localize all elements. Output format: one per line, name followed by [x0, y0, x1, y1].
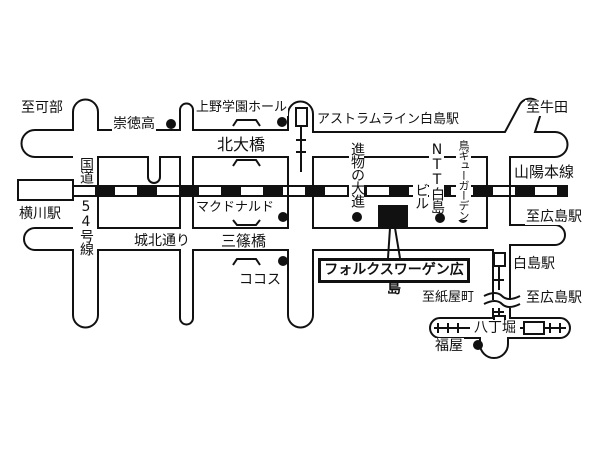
- landmark-shinmotsu: 進物の大進: [349, 142, 365, 207]
- direction-hiroshima-station-2: 至広島駅: [525, 290, 583, 306]
- railway-segment: [179, 186, 199, 196]
- road-route54-bottom: 54号線: [78, 199, 94, 255]
- railway-segment: [473, 186, 493, 196]
- yokogawa-station-box: [17, 179, 74, 201]
- landmark-mcdonalds: マクドナルド: [195, 200, 276, 216]
- sotoku-dot: [166, 119, 176, 129]
- landmark-ntt-col1: NTT白島: [429, 142, 445, 213]
- direction-kamiyacho: 至紙屋町: [421, 290, 476, 306]
- hakushima-station-icon: [493, 252, 506, 267]
- railway-segment: [389, 186, 409, 196]
- vw-pointer: [387, 227, 401, 259]
- railway-sanyo: 山陽本線: [513, 163, 576, 181]
- volkswagen-hiroshima-label: フォルクスワーゲン広島: [318, 258, 470, 297]
- bridge-misasabashi-label: 三篠橋: [220, 232, 268, 250]
- mcdonalds-dot: [278, 212, 288, 222]
- ueno-dot: [277, 117, 287, 127]
- landmark-ntt-col2: ビル: [413, 183, 429, 209]
- bridge-mcdonalds: [232, 219, 261, 226]
- road-johoku: 城北通り: [133, 233, 191, 249]
- station-yokogawa: 横川駅: [18, 206, 62, 222]
- railway-segment: [305, 186, 325, 196]
- road-route54-top: 国道: [78, 157, 94, 183]
- railway-segment: [515, 186, 535, 196]
- hatchobori-tram-icon: [523, 321, 545, 335]
- direction-ushita: 至牛田: [525, 100, 569, 116]
- shinmotsu-dot: [352, 212, 362, 222]
- landmark-gyu-garden: 鳥ギューガーデン: [456, 140, 471, 220]
- landmark-ueno-gakuen: 上野学園ホール: [195, 100, 289, 116]
- bridge-misasabashi: [232, 258, 261, 266]
- direction-kabe: 至可部: [20, 100, 64, 116]
- block-a: [97, 156, 181, 229]
- landmark-fukuya: 福屋: [434, 338, 464, 354]
- bridge-kitaohashi-label: 北大橋: [216, 135, 267, 154]
- landmark-sotoku: 崇徳高: [112, 116, 156, 132]
- railway-segment: [263, 186, 283, 196]
- vw-building: [378, 205, 408, 229]
- cocos-dot: [278, 256, 288, 266]
- railway-segment: [557, 186, 567, 196]
- bridge-kitaohashi: [232, 159, 261, 167]
- astram-station-icon: [295, 107, 308, 127]
- railway-segment: [95, 186, 115, 196]
- top-road-edge: [20, 97, 569, 300]
- road-break: [483, 292, 521, 308]
- railway-segment: [137, 186, 157, 196]
- landmark-cocos: ココス: [238, 272, 282, 288]
- hatchobori-track-left: [434, 323, 470, 333]
- fukuya-dot: [473, 340, 483, 350]
- bridge-ueno: [232, 119, 261, 127]
- lower-road-edge: [23, 227, 494, 329]
- hatchobori-road-edge: [429, 308, 571, 359]
- railway-segment: [221, 186, 241, 196]
- direction-hiroshima-station-1: 至広島駅: [525, 209, 583, 225]
- station-hatchobori: 八丁堀: [473, 320, 517, 336]
- station-hakushima: 白島駅: [512, 256, 556, 272]
- station-astram-hakushima: アストラムライン白島駅: [316, 112, 460, 128]
- ntt-dot: [435, 213, 445, 223]
